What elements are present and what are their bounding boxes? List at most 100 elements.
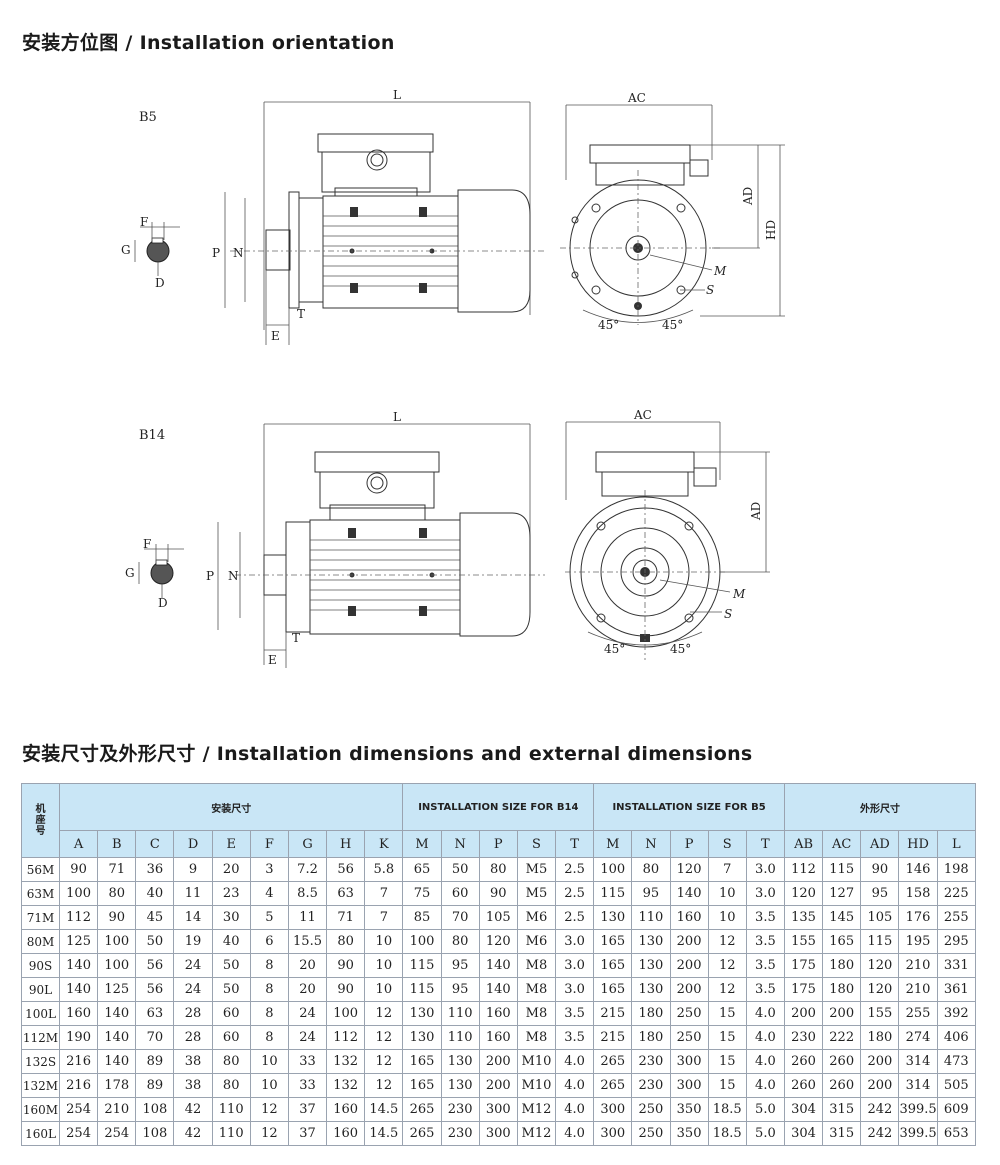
table-cell: 112 — [783, 857, 824, 882]
table-cell: 90 — [326, 977, 366, 1002]
table-cell: 265 — [402, 1121, 442, 1146]
table-cell: 12 — [707, 953, 747, 978]
table-cell: 10 — [707, 881, 747, 906]
table-cell: 2.5 — [555, 905, 595, 930]
frame-size-cell: 160L — [21, 1121, 60, 1146]
table-cell: 300 — [478, 1121, 518, 1146]
b5-g-label: G — [121, 243, 131, 257]
table-cell: 14.5 — [364, 1097, 404, 1122]
group-header-b5: INSTALLATION SIZE FOR B5 — [593, 783, 785, 831]
table-cell: 40 — [135, 881, 175, 906]
table-cell: 14.5 — [364, 1121, 404, 1146]
b14-end-view: AC AD M S 45° 45° — [565, 408, 770, 660]
table-cell: 3.0 — [745, 881, 785, 906]
table-cell: 130 — [440, 1073, 480, 1098]
b5-shaft-section: F G D — [121, 215, 180, 290]
table-cell: M10 — [516, 1049, 557, 1074]
table-cell: 105 — [860, 905, 900, 930]
table-cell: 90 — [97, 905, 137, 930]
table-cell: 200 — [783, 1001, 824, 1026]
table-cell: 45 — [135, 905, 175, 930]
table-cell: 108 — [135, 1097, 175, 1122]
table-cell: 80 — [631, 857, 671, 882]
frame-size-header: 机 座 号 — [21, 783, 60, 858]
table-cell: 80 — [97, 881, 137, 906]
table-cell: 100 — [97, 953, 137, 978]
table-cell: 115 — [822, 857, 862, 882]
column-header: E — [211, 830, 251, 858]
table-cell: 3.5 — [745, 905, 785, 930]
table-cell: 260 — [783, 1049, 824, 1074]
table-cell: 215 — [593, 1025, 633, 1050]
table-cell: 180 — [822, 953, 862, 978]
table-cell: 37 — [287, 1121, 328, 1146]
table-cell: 130 — [593, 905, 633, 930]
table-cell: 145 — [822, 905, 862, 930]
table-cell: 180 — [631, 1001, 671, 1026]
column-header: M — [402, 830, 442, 858]
table-cell: 4.0 — [555, 1121, 595, 1146]
table-cell: 165 — [593, 977, 633, 1002]
table-cell: 200 — [478, 1049, 518, 1074]
b14-n-label: N — [228, 569, 239, 583]
table-cell: 11 — [173, 881, 213, 906]
b5-f-label: F — [140, 215, 148, 229]
table-cell: 10 — [249, 1049, 289, 1074]
frame-size-cell: 71M — [21, 905, 60, 930]
table-cell: M12 — [516, 1121, 557, 1146]
table-cell: 24 — [287, 1025, 328, 1050]
table-cell: 175 — [783, 953, 824, 978]
group-header-external: 外形尺寸 — [783, 783, 977, 831]
b5-drawing: B5 F G D L — [121, 88, 785, 345]
b5-hd-label: HD — [764, 220, 778, 240]
group-header-b14: INSTALLATION SIZE FOR B14 — [402, 783, 595, 831]
table-cell: 24 — [173, 953, 213, 978]
table-cell: 8 — [249, 953, 289, 978]
table-cell: 100 — [58, 881, 99, 906]
column-header: AB — [783, 830, 824, 858]
table-cell: 100 — [97, 929, 137, 954]
table-cell: 100 — [326, 1001, 366, 1026]
table-cell: 5.0 — [745, 1121, 785, 1146]
table-cell: 12 — [249, 1097, 289, 1122]
table-cell: 3.5 — [745, 977, 785, 1002]
table-cell: 399.5 — [898, 1121, 938, 1146]
table-cell: 210 — [898, 953, 938, 978]
frame-size-cell: 63M — [21, 881, 60, 906]
b14-f-label: F — [143, 537, 151, 551]
b5-e-label: E — [271, 329, 280, 343]
section-title-installation-orientation: 安装方位图 / Installation orientation — [22, 32, 395, 54]
table-cell: 254 — [97, 1121, 137, 1146]
table-cell: 4.0 — [745, 1001, 785, 1026]
b14-ac-label: AC — [633, 408, 652, 422]
b14-side-view: L P N — [206, 410, 545, 668]
b14-d-label: D — [158, 596, 168, 610]
table-cell: 63 — [326, 881, 366, 906]
b14-t-label: T — [292, 631, 300, 645]
section-title-dimensions: 安装尺寸及外形尺寸 / Installation dimensions and … — [22, 743, 753, 765]
table-cell: 350 — [669, 1097, 709, 1122]
table-cell: 15 — [707, 1049, 747, 1074]
table-cell: 230 — [783, 1025, 824, 1050]
column-header: N — [631, 830, 671, 858]
table-cell: 110 — [631, 905, 671, 930]
table-cell: 120 — [478, 929, 518, 954]
table-cell: 160 — [58, 1001, 99, 1026]
table-cell: 125 — [97, 977, 137, 1002]
table-cell: 250 — [631, 1121, 671, 1146]
dimensions-table: 机 座 号 安装尺寸 INSTALLATION SIZE FOR B14 INS… — [21, 783, 977, 1146]
table-cell: 50 — [211, 953, 251, 978]
table-cell: 115 — [402, 977, 442, 1002]
table-cell: 315 — [822, 1121, 862, 1146]
table-cell: 8 — [249, 1025, 289, 1050]
table-cell: 242 — [860, 1097, 900, 1122]
table-cell: 10 — [364, 953, 404, 978]
table-cell: 90 — [326, 953, 366, 978]
table-cell: 108 — [135, 1121, 175, 1146]
table-cell: 165 — [593, 929, 633, 954]
table-cell: 80 — [440, 929, 480, 954]
